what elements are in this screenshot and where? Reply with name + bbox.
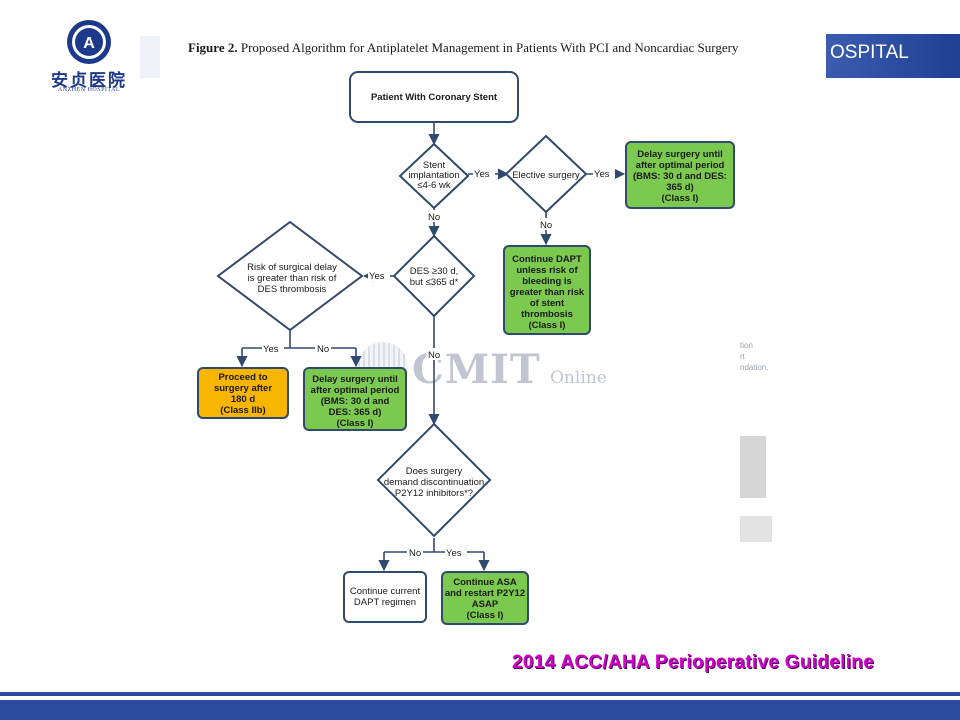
ghost-bar	[740, 436, 766, 498]
delay-mid-line: (Class I)	[337, 418, 374, 429]
node-continue-dapt: Continue DAPT unless risk of bleeding is…	[503, 245, 591, 335]
delay-mid-line: (BMS: 30 d and	[321, 396, 390, 407]
edge-risk-branch	[242, 330, 356, 349]
edge-label-no: No	[409, 548, 421, 559]
decision-stent-line: implantation	[408, 170, 459, 181]
continue-asa-line: Continue ASA	[453, 577, 517, 588]
continue-dapt-line: bleeding is	[522, 276, 572, 287]
continue-dapt-line: unless risk of	[516, 265, 578, 276]
logo-chinese-name: 安贞医院	[51, 71, 127, 91]
anzhen-hospital-logo: A	[67, 20, 111, 64]
delay-mid-line: DES: 365 d)	[329, 407, 382, 418]
continue-dapt-line: of stent	[530, 298, 565, 309]
decision-discont-line: demand discontinuation	[384, 477, 484, 488]
logo-english-name: ANZHEN HOSPITAL	[57, 87, 121, 93]
decision-risk-of-delay: Risk of surgical delay is greater than r…	[216, 220, 364, 332]
continue-dapt-line: greater than risk	[510, 287, 585, 298]
node-continue-current-dapt: Continue current DAPT regimen	[343, 571, 427, 623]
decision-des-line: but ≤365 d*	[410, 277, 459, 288]
decision-des-line: DES ≥30 d,	[410, 266, 459, 277]
decision-risk-line: DES thrombosis	[258, 284, 327, 295]
delay-top-line: after optimal period	[636, 160, 725, 171]
continue-current-line: Continue current	[350, 586, 421, 597]
footer-line	[0, 692, 960, 696]
decision-discont-line: P2Y12 inhibitors*?	[395, 488, 473, 499]
edge-label-yes: Yes	[263, 344, 279, 355]
ghost-text-line: rt	[740, 352, 745, 361]
edge-label-yes: Yes	[594, 169, 610, 180]
continue-asa-line: (Class I)	[467, 610, 504, 621]
figure-title: Figure 2. Proposed Algorithm for Antipla…	[188, 40, 738, 56]
continue-asa-line: and restart P2Y12	[445, 588, 525, 599]
proceed-line: Proceed to	[218, 372, 267, 383]
header-blue-block	[826, 34, 960, 78]
continue-dapt-line: Continue DAPT	[512, 254, 582, 265]
ghost-text-line: tion	[740, 341, 753, 350]
continue-current-line: DAPT regimen	[354, 597, 416, 608]
delay-top-line: (Class I)	[662, 193, 699, 204]
decision-discontinuation: Does surgery demand discontinuation P2Y1…	[376, 422, 492, 538]
footer-bar	[0, 700, 960, 720]
watermark-sub: Online	[550, 368, 607, 388]
node-proceed-to-surgery: Proceed to surgery after 180 d (Class II…	[197, 367, 289, 419]
decision-elective-surgery: Elective surgery	[504, 134, 588, 214]
delay-top-line: Delay surgery until	[637, 149, 723, 160]
proceed-line: surgery after	[214, 383, 272, 394]
decision-elective-line: Elective surgery	[512, 170, 580, 181]
edge-label-yes: Yes	[369, 271, 385, 282]
edge-label-no: No	[428, 350, 440, 361]
continue-asa-line: ASAP	[472, 599, 499, 610]
node-delay-surgery-mid: Delay surgery until after optimal period…	[303, 367, 407, 431]
continue-dapt-line: thrombosis	[521, 309, 573, 320]
ghost-text-line: ndation.	[740, 363, 769, 372]
node-patient-with-stent-text: Patient With Coronary Stent	[371, 92, 498, 103]
guideline-caption: 2014 ACC/AHA Perioperative Guideline	[512, 652, 875, 673]
node-patient-with-stent: Patient With Coronary Stent	[349, 71, 519, 123]
node-delay-surgery-top: Delay surgery until after optimal period…	[625, 141, 735, 209]
decision-risk-line: Risk of surgical delay	[247, 262, 337, 273]
edge-discont-branch	[384, 538, 484, 553]
proceed-line: (Class IIb)	[220, 405, 265, 416]
edge-labels: Yes Yes No No Yes Yes No No No Yes	[262, 167, 615, 559]
decision-stent-line: ≤4-6 wk	[417, 180, 450, 191]
header-hospital-text: OSPITAL	[830, 42, 909, 63]
figure-panel	[160, 34, 826, 640]
edge-label-yes: Yes	[474, 169, 490, 180]
decision-des-range: DES ≥30 d, but ≤365 d*	[392, 234, 476, 318]
decision-stent-implantation: Stent implantation ≤4-6 wk	[398, 142, 470, 210]
delay-top-line: (BMS: 30 d and DES:	[633, 171, 727, 182]
delay-mid-line: after optimal period	[311, 385, 400, 396]
figure-title-label: Figure 2.	[188, 40, 238, 55]
edge-label-no: No	[540, 220, 552, 231]
node-continue-asa: Continue ASA and restart P2Y12 ASAP (Cla…	[441, 571, 529, 625]
ghost-box	[740, 516, 772, 542]
logo-badge-letter: A	[83, 35, 95, 52]
decision-stent-line: Stent	[423, 160, 446, 171]
continue-dapt-line: (Class I)	[529, 320, 566, 331]
delay-mid-line: Delay surgery until	[312, 374, 398, 385]
edge-label-no: No	[428, 212, 440, 223]
figure-title-text: Proposed Algorithm for Antiplatelet Mana…	[237, 40, 739, 55]
decision-discont-line: Does surgery	[406, 466, 463, 477]
proceed-line: 180 d	[231, 394, 255, 405]
edge-label-yes: Yes	[446, 548, 462, 559]
ghost-text-block: tion rt ndation.	[740, 340, 768, 373]
delay-top-line: 365 d)	[666, 182, 693, 193]
edge-label-no: No	[317, 344, 329, 355]
decision-risk-line: is greater than risk of	[248, 273, 337, 284]
